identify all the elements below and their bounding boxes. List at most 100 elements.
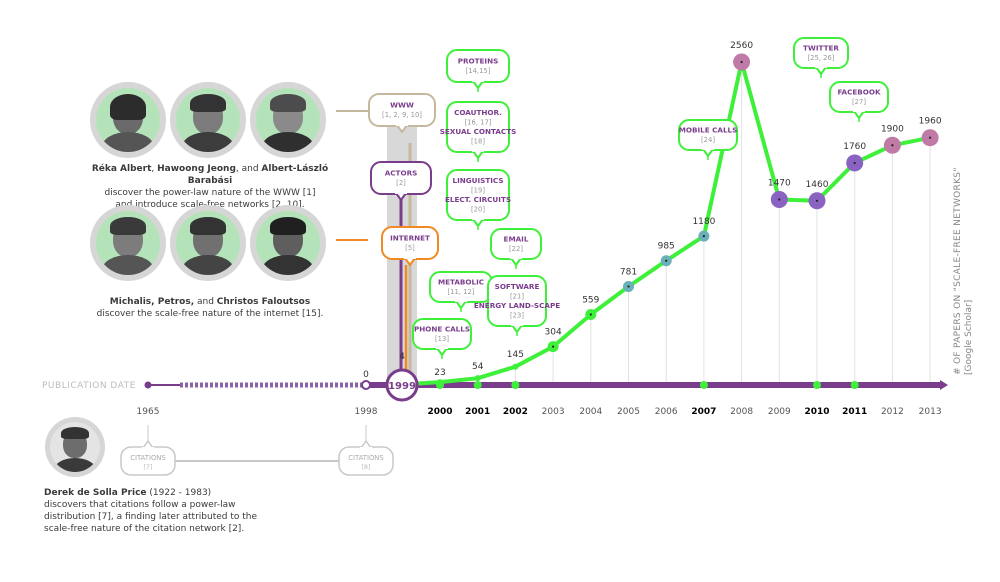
bubble-title: CITATIONS <box>130 454 165 462</box>
bubble-refs: [14,15] <box>466 67 491 75</box>
bubble-citations-2: CITATIONS[8] <box>338 439 394 476</box>
value-label-2008: 2560 <box>730 41 753 51</box>
value-label-2002: 145 <box>507 350 524 360</box>
data-point-center-2005 <box>627 285 630 288</box>
bubble-refs2: [18] <box>471 138 485 146</box>
bubble-coauthor: COAUTHOR. [16, 17]SEXUAL CONTACTS [18] <box>440 101 517 162</box>
bubble-internet: INTERNET[5] <box>381 226 439 266</box>
name-derek-de-solla-price: Derek de Solla Price <box>44 488 147 498</box>
year-label-2012: 2012 <box>881 407 904 417</box>
value-label-2010: 1460 <box>806 180 829 190</box>
year-label-2001: 2001 <box>465 407 490 417</box>
bubble-refs: [7] <box>143 463 152 471</box>
axis-marker-2002 <box>511 381 520 389</box>
year-label-2011: 2011 <box>842 407 867 417</box>
axis-marker-2010 <box>813 381 821 389</box>
publication-axis <box>144 380 948 390</box>
bubble-refs: [19] <box>471 187 485 195</box>
portrait-michalis-faloutsos <box>90 205 166 281</box>
bubble-refs: [25, 26] <box>808 54 835 62</box>
year-label-2003: 2003 <box>542 407 565 417</box>
data-point-2002 <box>512 363 519 370</box>
bubble-refs: [13] <box>435 335 449 343</box>
network-bubbles: WWW[1, 2, 9, 10]ACTORS[2]INTERNET[5]PROT… <box>120 37 889 476</box>
bubble-citations-1: CITATIONS[7] <box>120 439 176 476</box>
axis-label: PUBLICATION DATE <box>42 381 136 391</box>
bubble-title: MOBILE CALLS <box>679 126 738 135</box>
value-label-2007: 1180 <box>692 217 715 227</box>
name-separator: and <box>194 297 217 307</box>
bubble-mobile-calls: MOBILE CALLS[24] <box>678 119 738 160</box>
bubble-refs: [22] <box>509 245 523 253</box>
bubble-refs: [16, 17] <box>465 119 492 127</box>
bubble-title: INTERNET <box>390 234 430 243</box>
bubble-refs: [11, 12] <box>448 288 475 296</box>
year-label-2006: 2006 <box>655 407 678 417</box>
data-point-2001 <box>474 375 481 382</box>
bubble-refs: [24] <box>701 136 715 144</box>
data-point-center-2013 <box>929 136 932 139</box>
year-label-2010: 2010 <box>804 407 829 417</box>
milestone-1999-label: 1999 <box>388 381 416 392</box>
price-desc-line1: discovers that citations follow a power-… <box>44 500 236 510</box>
year-label-2000: 2000 <box>427 407 452 417</box>
bubble-title: ACTORS <box>385 169 418 178</box>
axis-marker-2001 <box>473 381 482 389</box>
bubble-title: COAUTHOR. <box>454 108 502 117</box>
value-label-2000: 23 <box>434 368 445 378</box>
value-label-2004: 559 <box>582 295 599 305</box>
year-1998: 1998 <box>355 407 378 417</box>
bubble-refs: [5] <box>405 244 415 252</box>
bubble-title2: SEXUAL CONTACTS <box>440 127 517 136</box>
group1-caption: Réka Albert, Hawoong Jeong, and Albert-L… <box>80 163 340 211</box>
year-label-2008: 2008 <box>730 407 753 417</box>
year-label-2009: 2009 <box>768 407 791 417</box>
year-1965: 1965 <box>137 407 160 417</box>
value-label-2012: 1900 <box>881 124 904 134</box>
value-label-2013: 1960 <box>919 117 942 127</box>
bubble-title: METABOLIC <box>438 278 484 287</box>
price-dates: (1922 - 1983) <box>146 488 212 498</box>
bubble-title: CITATIONS <box>348 454 383 462</box>
bubble-title2: ELECT. CIRCUITS <box>445 195 511 204</box>
data-point-center-2009 <box>778 198 781 201</box>
milestone-1999-circle <box>385 368 419 402</box>
year-label-2013: 2013 <box>919 407 942 417</box>
portrait-derek-de-solla-price <box>45 417 105 477</box>
data-point-center-2011 <box>853 161 856 165</box>
bubble-actors: ACTORS[2] <box>370 161 432 201</box>
bubble-title: EMAIL <box>504 235 529 244</box>
bubble-title: LINGUISTICS <box>452 176 503 185</box>
name-albert-laszlo-barabasi: Albert-László Barabási <box>187 164 329 186</box>
portrait-albert-laszlo-barabasi <box>250 82 326 158</box>
data-points <box>436 53 939 389</box>
bubble-software: SOFTWARE[21]ENERGY LAND-SCAPE[23] <box>474 275 560 336</box>
name-separator: , and <box>235 164 262 174</box>
portrait-christos-faloutsos <box>250 205 326 281</box>
bubble-phone-calls: PHONE CALLS[13] <box>412 318 472 359</box>
value-label-1998: 0 <box>363 370 369 380</box>
value-label-2006: 985 <box>658 242 675 252</box>
axis-marker-2000 <box>436 381 444 389</box>
bubble-title: SOFTWARE <box>495 282 540 291</box>
axis-marker-2007 <box>699 381 708 389</box>
bubble-refs: [2] <box>396 179 406 187</box>
bubble-refs2: [23] <box>510 312 524 320</box>
bubble-title: PHONE CALLS <box>414 325 470 334</box>
name-hawoong-jeong: Hawoong Jeong <box>157 164 236 174</box>
early-timeline <box>147 425 367 462</box>
data-point-center-2003 <box>552 345 555 348</box>
value-label-1999: 4 <box>399 352 405 362</box>
group2-desc-line1: discover the scale-free nature of the in… <box>96 309 324 319</box>
data-point-center-2007 <box>702 235 706 238</box>
bubble-www: WWW[1, 2, 9, 10] <box>368 93 436 133</box>
price-desc-line2: distribution [7], a finding later attrib… <box>44 512 257 522</box>
bubble-twitter: TWITTER[25, 26] <box>793 37 849 78</box>
bubble-refs: [8] <box>361 463 370 471</box>
data-point-center-2008 <box>740 60 743 64</box>
bubble-facebook: FACEBOOK[27] <box>829 81 889 122</box>
portrait-hawoong-jeong <box>170 82 246 158</box>
